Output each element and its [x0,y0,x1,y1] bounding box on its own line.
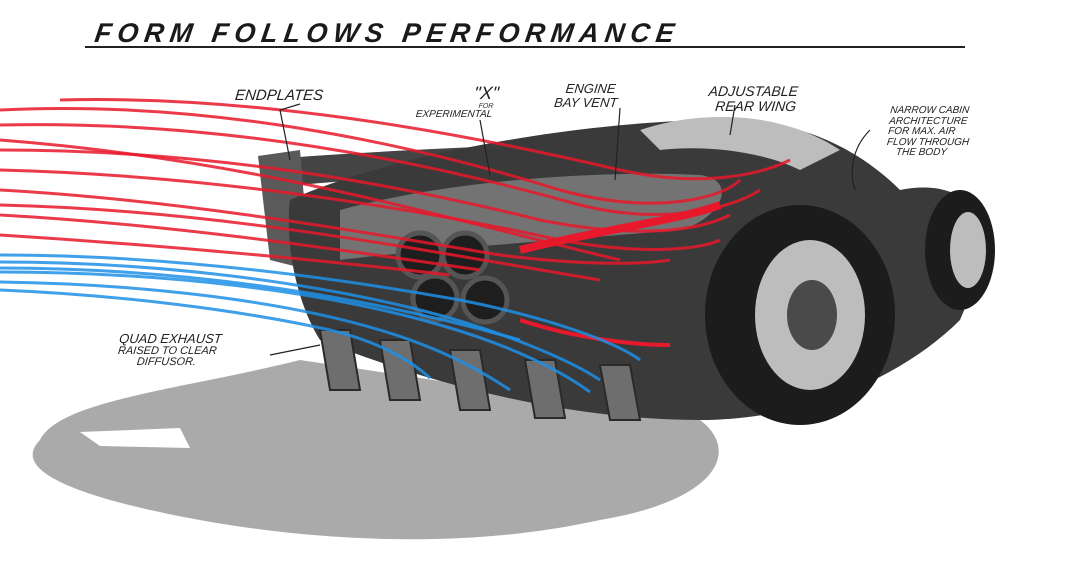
callout-text: THE BODY [895,147,948,158]
lower-light-strip [519,318,671,347]
callout-adjustable-rear-wing: ADJUSTABLE REAR WING [706,83,799,114]
blue-airflow-line [0,270,591,394]
blue-airflow-line [0,260,601,382]
title-underline [85,46,965,48]
front-wheel [925,190,995,310]
callout-narrow-cabin: NARROW CABIN ARCHITECTURE FOR MAX. AIR F… [885,105,973,159]
page-title: FORM FOLLOWS PERFORMANCE [92,18,683,48]
callout-text: NARROW CABIN [889,105,970,116]
blue-airflow-line [0,253,641,362]
callout-quad-exhaust: QUAD EXHAUST RAISED TO CLEAR DIFFUSOR. [116,331,223,369]
airflow-lines [0,98,791,394]
callout-text: REAR WING [714,97,797,114]
callout-text: "X" [472,83,500,103]
leader-lines [269,103,871,356]
red-airflow-line [0,123,761,216]
red-airflow-line [0,138,621,262]
red-airflow-line [0,213,481,272]
shadow-highlight [80,428,190,448]
red-airflow-line [59,98,791,181]
red-airflow-line [0,203,601,282]
callout-text: DIFFUSOR. [136,356,197,369]
callout-text: BAY VENT [553,94,619,110]
blue-airflow-line [0,280,511,392]
callout-text: FOR MAX. AIR [887,126,957,137]
callout-text: ENGINE [564,81,617,96]
callout-text: EXPERIMENTAL [415,109,493,121]
rear-wheel [705,205,895,425]
callout-text: ADJUSTABLE [707,83,799,99]
blue-airflow-line [0,288,432,380]
callout-x-experimental: "X" FOR EXPERIMENTAL [415,83,500,121]
red-airflow-line [0,188,671,265]
red-airflow-line [0,233,451,277]
diffuser-fins [318,329,642,421]
blue-airflow-line [0,266,521,342]
callout-text: ENDPLATES [234,87,325,104]
callout-engine-bay-vent: ENGINE BAY VENT [553,81,620,110]
callout-text: QUAD EXHAUST [118,331,223,346]
red-airflow-line [0,107,742,205]
callout-endplates: ENDPLATES [234,87,325,104]
cabin [640,116,840,170]
